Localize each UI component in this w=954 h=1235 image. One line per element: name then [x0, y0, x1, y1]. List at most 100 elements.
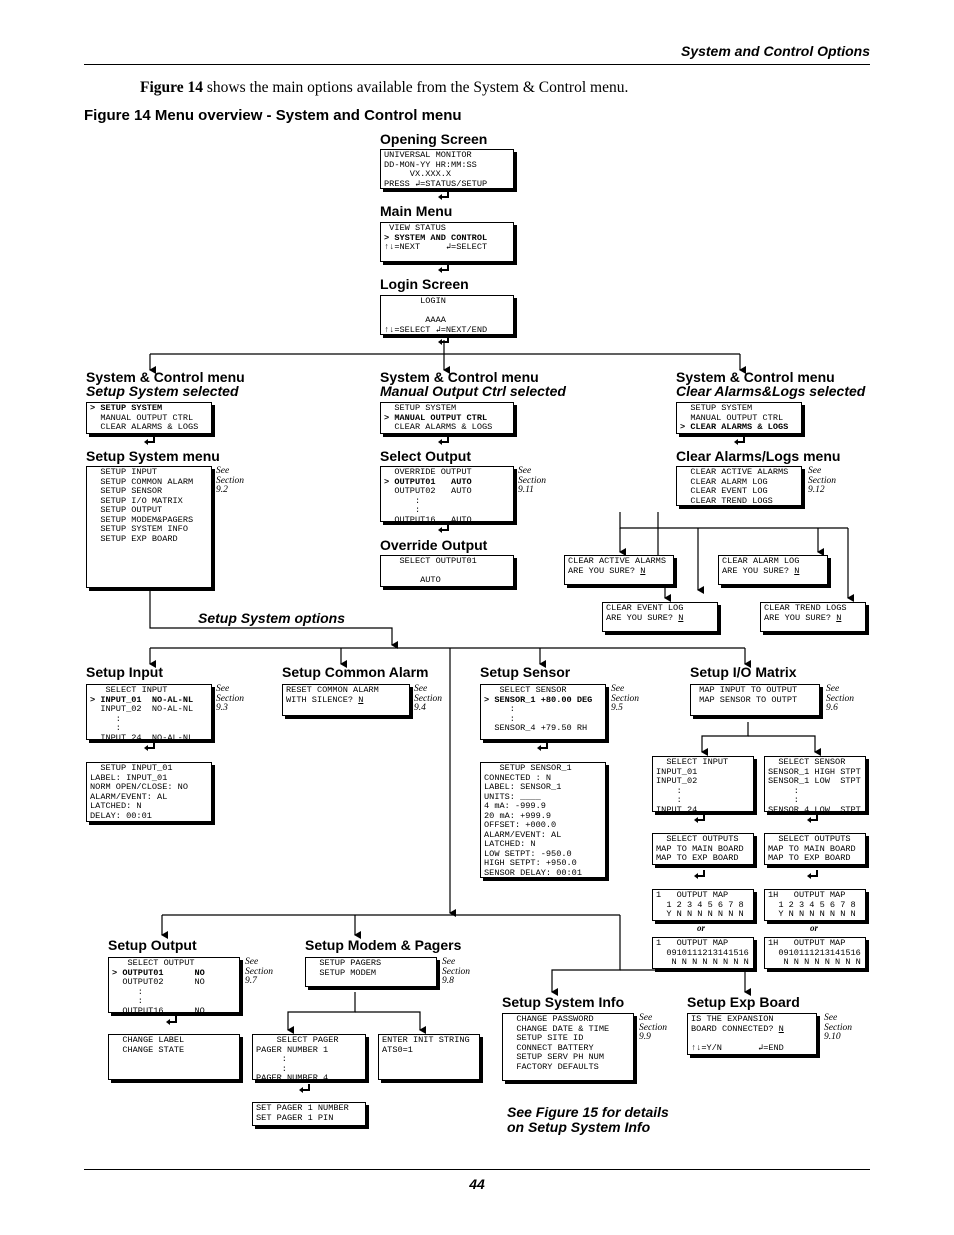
label-override-output: Override Output — [380, 537, 488, 553]
screen-override-output: SELECT OUTPUT01 AUTO — [380, 555, 514, 587]
screen-setup-system-info: CHANGE PASSWORD CHANGE DATE & TIME SETUP… — [502, 1013, 634, 1081]
intro-text: shows the main options available from th… — [203, 79, 629, 96]
screen-io-outputs-1: SELECT OUTPUTS MAP TO MAIN BOARD MAP TO … — [652, 833, 754, 865]
sen-title: SELECT SENSOR — [484, 685, 567, 695]
label-opening-screen: Opening Screen — [380, 131, 488, 147]
see-section-9-5: See Section 9.5 — [611, 684, 639, 713]
label-clear-alarms-menu: Clear Alarms/Logs menu — [676, 448, 841, 464]
screen-select-output: OVERRIDE OUTPUT > OUTPUT01 AUTO OUTPUT02… — [380, 466, 514, 522]
footer-rule — [84, 1169, 870, 1170]
label-sc-sub-1: Setup System selected — [86, 383, 239, 399]
screen-io-select-input: SELECT INPUT INPUT_01 INPUT_02 : : INPUT… — [652, 756, 754, 812]
sc1-selected: > SETUP SYSTEM — [90, 403, 163, 413]
screen-output-map-3: 1 OUTPUT MAP 0910111213141516 N N N N N … — [652, 937, 754, 969]
sc3-top: SETUP SYSTEM MANUAL OUTPUT CTRL — [690, 403, 784, 423]
screen-sc-manual-output: SETUP SYSTEM > MANUAL OUTPUT CTRL CLEAR … — [380, 402, 514, 434]
label-sc-title-2: System & Control menu — [380, 369, 539, 385]
label-setup-sensor: Setup Sensor — [480, 664, 571, 680]
screen-main-menu: VIEW STATUS > SYSTEM AND CONTROL ↑↓=NEXT… — [380, 222, 514, 262]
label-setup-modem-pagers: Setup Modem & Pagers — [305, 937, 462, 953]
label-setup-input: Setup Input — [86, 664, 163, 680]
sel-out-title: OVERRIDE OUTPUT — [384, 467, 472, 477]
label-setup-system-info: Setup System Info — [502, 994, 625, 1010]
label-sc-sub-2: Manual Output Ctrl selected — [380, 383, 566, 399]
intro-paragraph: Figure 14 shows the main options availab… — [140, 79, 628, 97]
screen-setup-modem: SETUP PAGERS SETUP MODEM — [305, 957, 437, 987]
label-setup-io-matrix: Setup I/O Matrix — [690, 664, 797, 680]
menu-item-view-status: VIEW STATUS — [384, 223, 446, 233]
label-setup-exp-board: Setup Exp Board — [687, 994, 800, 1010]
menu-item-system-control: > SYSTEM AND CONTROL — [384, 232, 488, 243]
out-title: SELECT OUTPUT — [112, 958, 195, 968]
see-section-9-11: See Section 9.11 — [518, 466, 546, 495]
sc2-top: SETUP SYSTEM — [384, 403, 457, 413]
enter-arrows — [144, 191, 818, 1093]
screen-setup-input: SELECT INPUT > INPUT_01 NO-AL-NL INPUT_0… — [86, 684, 212, 740]
in-selected: > INPUT_01 NO-AL-NL — [90, 694, 194, 705]
screen-setup-input-detail: SETUP INPUT_01 LABEL: INPUT_01 NORM OPEN… — [86, 762, 212, 822]
screen-clear-active-alarms: CLEAR ACTIVE ALARMS ARE YOU SURE? N — [564, 555, 674, 585]
header-rule — [84, 64, 870, 65]
label-sc-sub-3: Clear Alarms&Logs selected — [676, 383, 866, 399]
exp-hint: ↑↓=Y/N ↲=END — [691, 1042, 784, 1053]
label-setup-common-alarm: Setup Common Alarm — [282, 664, 429, 680]
main-menu-hint: ↑↓=NEXT ↲=SELECT — [384, 242, 488, 252]
see-section-9-7: See Section 9.7 — [245, 957, 273, 986]
screen-setup-exp-board: IS THE EXPANSION BOARD CONNECTED? N ↑↓=Y… — [687, 1013, 817, 1055]
screen-setup-sensor: SELECT SENSOR > SENSOR_1 +80.00 DEG : : … — [480, 684, 606, 740]
see-section-9-4: See Section 9.4 — [414, 684, 442, 713]
figure-reference: Figure 14 — [140, 79, 203, 96]
screen-setup-sensor-detail: SETUP SENSOR_1 CONNECTED : N LABEL: SENS… — [480, 762, 606, 878]
see-section-9-6: See Section 9.6 — [826, 684, 854, 713]
screen-output-map-1: 1 OUTPUT MAP 1 2 3 4 5 6 7 8 Y N N N N N… — [652, 889, 754, 921]
sc2-selected: > MANUAL OUTPUT CTRL — [384, 412, 488, 423]
sel-out-rest: OUTPUT02 AUTO : : OUTPUT16 AUTO — [394, 486, 472, 522]
screen-pager-detail: SET PAGER 1 NUMBER SET PAGER 1 PIN — [252, 1102, 366, 1126]
label-main-menu: Main Menu — [380, 203, 453, 219]
screen-clear-alarm-log: CLEAR ALARM LOG ARE YOU SURE? N — [718, 555, 828, 585]
clr-alarm-text: CLEAR ALARM LOG ARE YOU SURE? — [722, 556, 800, 576]
sc1-rest: MANUAL OUTPUT CTRL CLEAR ALARMS & LOGS — [100, 412, 199, 432]
screen-clear-trend-logs: CLEAR TREND LOGS ARE YOU SURE? N — [760, 602, 866, 632]
common-text: RESET COMMON ALARM WITH SILENCE? — [286, 685, 379, 705]
common-answer: N — [358, 694, 364, 705]
screen-output-map-4: 1H OUTPUT MAP 0910111213141516 N N N N N… — [764, 937, 866, 969]
page-number: 44 — [469, 1176, 485, 1192]
label-sc-title-1: System & Control menu — [86, 369, 245, 385]
screen-setup-output: SELECT OUTPUT > OUTPUT01 NO OUTPUT02 NO … — [108, 957, 240, 1013]
screen-setup-common-alarm: RESET COMMON ALARM WITH SILENCE? N — [282, 684, 410, 716]
screen-setup-io-matrix: MAP INPUT TO OUTPUT MAP SENSOR TO OUTPT — [690, 684, 820, 716]
clr-event-answer: N — [678, 612, 684, 623]
screen-sc-setup-system: > SETUP SYSTEM MANUAL OUTPUT CTRL CLEAR … — [86, 402, 212, 434]
or-label-1: or — [697, 923, 706, 933]
out-selected: > OUTPUT01 NO — [112, 967, 205, 978]
clr-trend-answer: N — [836, 612, 842, 623]
screen-io-select-sensor: SELECT SENSOR SENSOR_1 HIGH STPT SENSOR_… — [764, 756, 866, 812]
clr-event-text: CLEAR EVENT LOG ARE YOU SURE? — [606, 603, 684, 623]
clr-active-answer: N — [640, 565, 646, 576]
exp-answer: N — [778, 1023, 784, 1034]
see-section-9-10: See Section 9.10 — [824, 1013, 852, 1042]
label-login-screen: Login Screen — [380, 276, 469, 292]
screen-setup-output-detail: CHANGE LABEL CHANGE STATE — [108, 1034, 240, 1080]
or-label-2: or — [810, 923, 819, 933]
sen-selected: > SENSOR_1 +80.00 DEG — [484, 694, 593, 705]
screen-init-string: ENTER INIT STRING ATS0=1 — [378, 1034, 480, 1080]
see-section-9-2: See Section 9.2 — [216, 466, 244, 495]
screen-io-outputs-2: SELECT OUTPUTS MAP TO MAIN BOARD MAP TO … — [764, 833, 866, 865]
label-setup-output: Setup Output — [108, 937, 197, 953]
label-setup-system-options: Setup System options — [198, 610, 346, 626]
label-select-output: Select Output — [380, 448, 472, 464]
sen-rest: : : SENSOR_4 +79.50 RH — [494, 704, 588, 733]
figure-caption: Figure 14 Menu overview - System and Con… — [84, 107, 462, 124]
see-section-9-9: See Section 9.9 — [639, 1013, 667, 1042]
note-line-2: on Setup System Info — [507, 1119, 651, 1135]
see-section-9-12: See Section 9.12 — [808, 466, 836, 495]
clr-alarm-answer: N — [794, 565, 800, 576]
sc3-selected: > CLEAR ALARMS & LOGS — [680, 422, 789, 432]
label-sc-title-3: System & Control menu — [676, 369, 835, 385]
